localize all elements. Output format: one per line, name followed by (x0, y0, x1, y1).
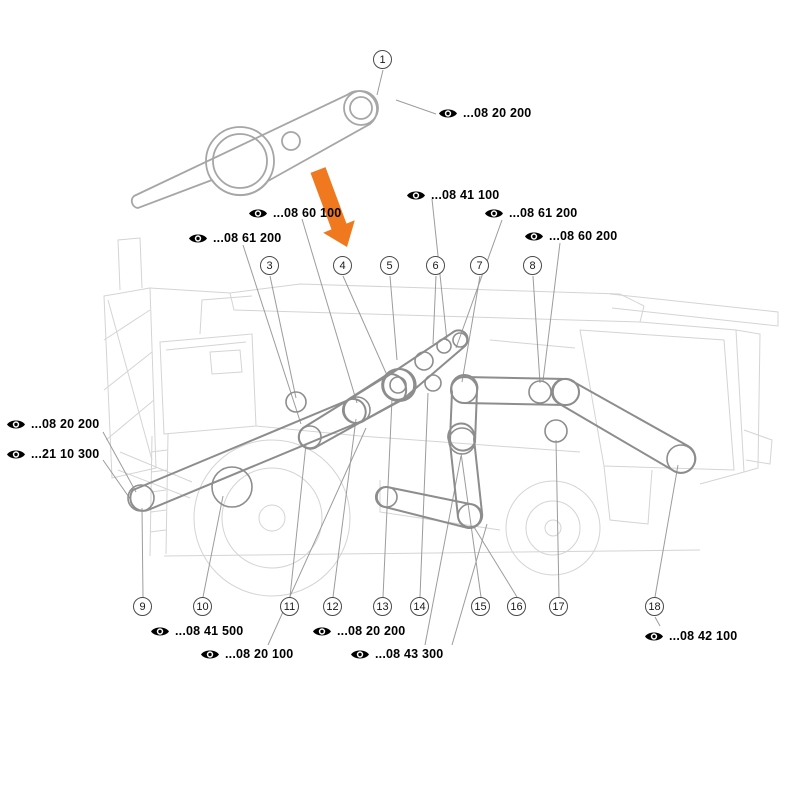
eye-icon (188, 232, 208, 245)
part-label-08-41-100[interactable]: ...08 41 100 (406, 188, 499, 202)
part-ref-text: ...08 20 100 (225, 647, 294, 661)
callout-9: 9 (133, 597, 152, 616)
eye-icon (406, 189, 426, 202)
part-ref-text: ...08 20 200 (337, 624, 406, 638)
part-ref-text: ...08 60 200 (549, 229, 618, 243)
callout-5: 5 (380, 256, 399, 275)
part-ref-text: ...08 41 100 (431, 188, 500, 202)
eye-icon (200, 648, 220, 661)
part-ref-text: ...08 61 200 (509, 206, 578, 220)
eye-icon (350, 648, 370, 661)
part-label-08-41-500[interactable]: ...08 41 500 (150, 624, 243, 638)
eye-icon (6, 418, 26, 431)
eye-icon (6, 448, 26, 461)
callout-16: 16 (507, 597, 526, 616)
leader-lines (102, 69, 679, 646)
part-label-08-61-200-left[interactable]: ...08 61 200 (188, 231, 281, 245)
callout-7: 7 (470, 256, 489, 275)
detached-belt (130, 90, 379, 209)
part-label-08-60-100[interactable]: ...08 60 100 (248, 206, 341, 220)
callout-10: 10 (193, 597, 212, 616)
part-ref-text: ...08 61 200 (213, 231, 282, 245)
part-label-08-20-100[interactable]: ...08 20 100 (200, 647, 293, 661)
eye-icon (312, 625, 332, 638)
orange-pointer-arrow (310, 167, 355, 247)
part-ref-text: ...08 41 500 (175, 624, 244, 638)
eye-icon (248, 207, 268, 220)
pulleys (127, 332, 696, 529)
part-label-08-20-200-left[interactable]: ...08 20 200 (6, 417, 99, 431)
callout-14: 14 (410, 597, 429, 616)
part-label-08-20-200-bottom[interactable]: ...08 20 200 (312, 624, 405, 638)
eye-icon (150, 625, 170, 638)
part-label-21-10-300[interactable]: ...21 10 300 (6, 447, 99, 461)
callout-17: 17 (549, 597, 568, 616)
callout-12: 12 (323, 597, 342, 616)
part-label-08-43-300[interactable]: ...08 43 300 (350, 647, 443, 661)
part-label-08-20-200-top[interactable]: ...08 20 200 (438, 106, 531, 120)
eye-icon (484, 207, 504, 220)
callout-6: 6 (426, 256, 445, 275)
part-label-08-60-200[interactable]: ...08 60 200 (524, 229, 617, 243)
callout-11: 11 (280, 597, 299, 616)
part-ref-text: ...08 20 200 (463, 106, 532, 120)
part-label-08-61-200-right[interactable]: ...08 61 200 (484, 206, 577, 220)
harvester-sketch (103, 237, 779, 597)
eye-icon (524, 230, 544, 243)
part-ref-text: ...08 43 300 (375, 647, 444, 661)
part-label-08-42-100[interactable]: ...08 42 100 (644, 629, 737, 643)
callout-8: 8 (523, 256, 542, 275)
eye-icon (644, 630, 664, 643)
callout-15: 15 (471, 597, 490, 616)
eye-icon (438, 107, 458, 120)
callout-13: 13 (373, 597, 392, 616)
callout-3: 3 (260, 256, 279, 275)
callout-18: 18 (645, 597, 664, 616)
part-ref-text: ...08 60 100 (273, 206, 342, 220)
part-ref-text: ...21 10 300 (31, 447, 100, 461)
part-ref-text: ...08 42 100 (669, 629, 738, 643)
part-ref-text: ...08 20 200 (31, 417, 100, 431)
callout-4: 4 (333, 256, 352, 275)
callout-1: 1 (373, 50, 392, 69)
